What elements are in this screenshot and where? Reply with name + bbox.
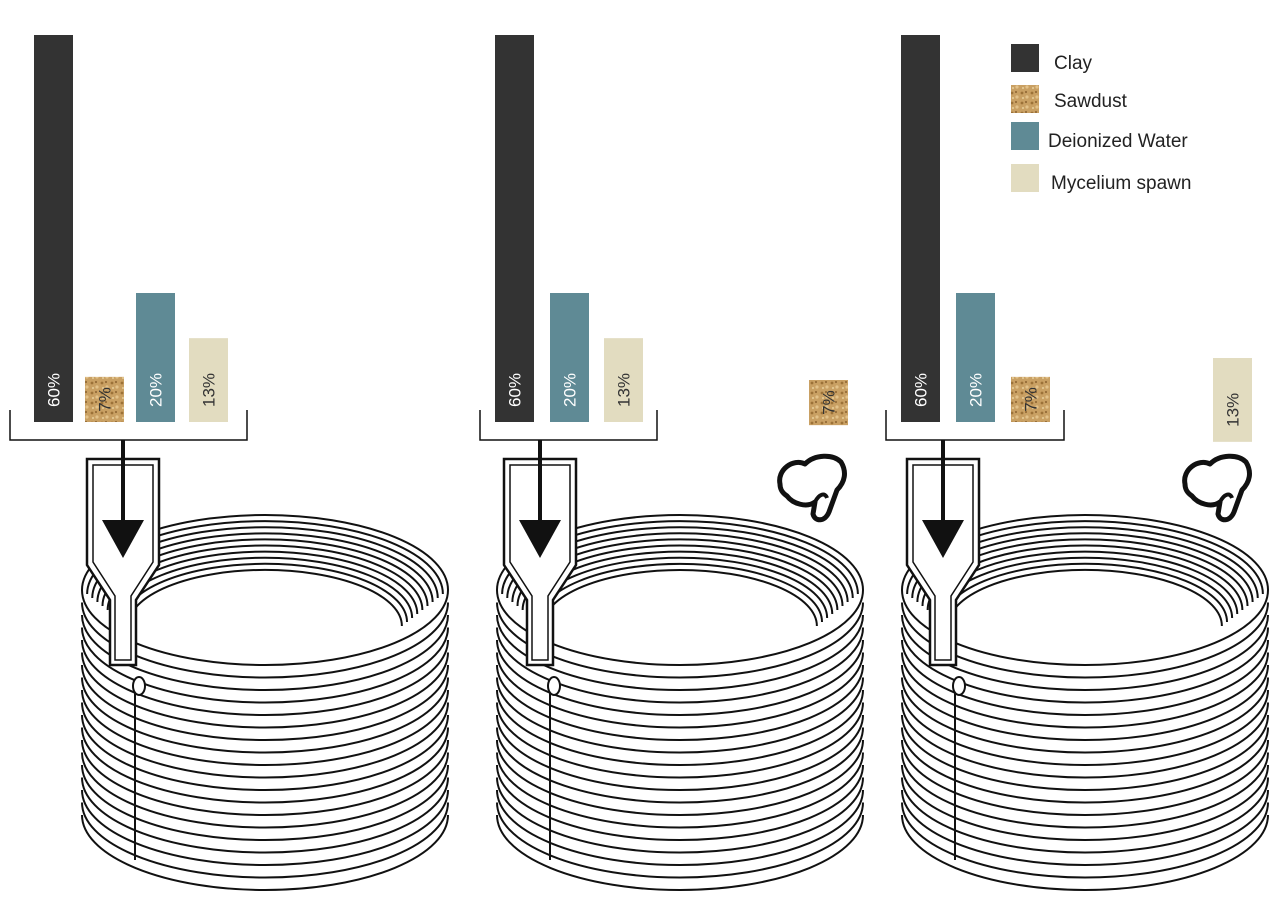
legend-item-mycelium-spawn: Mycelium spawn — [1011, 164, 1191, 194]
bar-water — [136, 293, 175, 422]
mix-bracket — [479, 410, 658, 441]
hand-finger-line — [1218, 492, 1234, 503]
bar-clay — [495, 35, 534, 422]
down-arrow-icon — [519, 520, 561, 558]
coil-layer-back — [542, 568, 818, 627]
panel-spawn-by-hand: 60% 20% 7% 13% — [885, 35, 1269, 891]
legend-label-sawdust: Sawdust — [1054, 91, 1128, 112]
hand-icon — [777, 453, 847, 523]
legend-swatch-clay — [1011, 44, 1039, 72]
legend-item-deionized-water: Deionized Water — [1011, 122, 1188, 152]
bar-label-spawn: 13% — [615, 373, 634, 407]
bar-label-water: 20% — [147, 373, 166, 407]
bar-label-clay: 60% — [45, 373, 64, 407]
bar-clay — [901, 35, 940, 422]
down-arrow-icon — [102, 520, 144, 558]
bar-label-clay: 60% — [912, 373, 931, 407]
hand-added-spawn: 13% — [1213, 358, 1252, 442]
legend-label-mycelium-spawn: Mycelium spawn — [1051, 173, 1191, 194]
bar-sawdust — [809, 380, 848, 426]
coil-start — [132, 676, 146, 696]
bar-sawdust — [85, 376, 124, 422]
hand-icon — [1182, 453, 1252, 523]
coil-start — [547, 676, 561, 696]
legend-swatch-mycelium-spawn — [1011, 164, 1039, 192]
legend-label-clay: Clay — [1054, 53, 1093, 74]
bar-spawn — [189, 338, 228, 422]
bar-label-sawdust: 7% — [1022, 387, 1041, 412]
print-nozzle-inner — [912, 464, 974, 661]
bar-label-spawn: 13% — [200, 373, 219, 407]
coil-layer-back — [127, 568, 403, 627]
print-nozzle — [85, 457, 161, 667]
hand-finger-line — [813, 492, 829, 503]
bar-label-water: 20% — [967, 373, 986, 407]
bar-spawn — [604, 338, 643, 422]
print-nozzle — [502, 457, 578, 667]
print-nozzle-inner — [92, 464, 154, 661]
mix-bracket — [885, 410, 1065, 441]
down-arrow-icon — [922, 520, 964, 558]
legend-swatch-sawdust — [1011, 85, 1039, 113]
legend-swatch-deionized-water — [1011, 122, 1039, 150]
bar-spawn — [1213, 358, 1252, 442]
print-nozzle — [905, 457, 981, 667]
bar-label-water: 20% — [561, 373, 580, 407]
print-nozzle-inner — [509, 464, 571, 661]
bar-water — [550, 293, 589, 422]
coil-start — [952, 676, 966, 696]
bar-clay — [34, 35, 73, 422]
coil-layer-back — [947, 569, 1223, 627]
panel-sawdust-by-hand: 60% 20% 13% 7% — [479, 35, 864, 891]
coil-layer-front — [496, 589, 864, 666]
hand-added-sawdust: 7% — [809, 380, 848, 426]
bar-label-clay: 60% — [506, 373, 525, 407]
legend-item-clay: Clay — [1011, 44, 1093, 74]
bar-label-sawdust: 7% — [820, 390, 839, 415]
mix-bracket — [9, 410, 248, 441]
legend: Clay Sawdust Deionized Water Mycelium sp… — [1011, 44, 1191, 194]
panel-all-mixed: 60% 7% 20% 13% — [9, 35, 449, 891]
bar-label-sawdust: 7% — [96, 387, 115, 412]
bar-sawdust — [1011, 376, 1050, 422]
bar-water — [956, 293, 995, 422]
legend-label-deionized-water: Deionized Water — [1048, 131, 1188, 152]
bar-label-spawn: 13% — [1224, 393, 1243, 427]
coil-layer-front — [81, 589, 449, 666]
coil-layer-front — [901, 589, 1269, 666]
legend-item-sawdust: Sawdust — [1011, 85, 1128, 113]
